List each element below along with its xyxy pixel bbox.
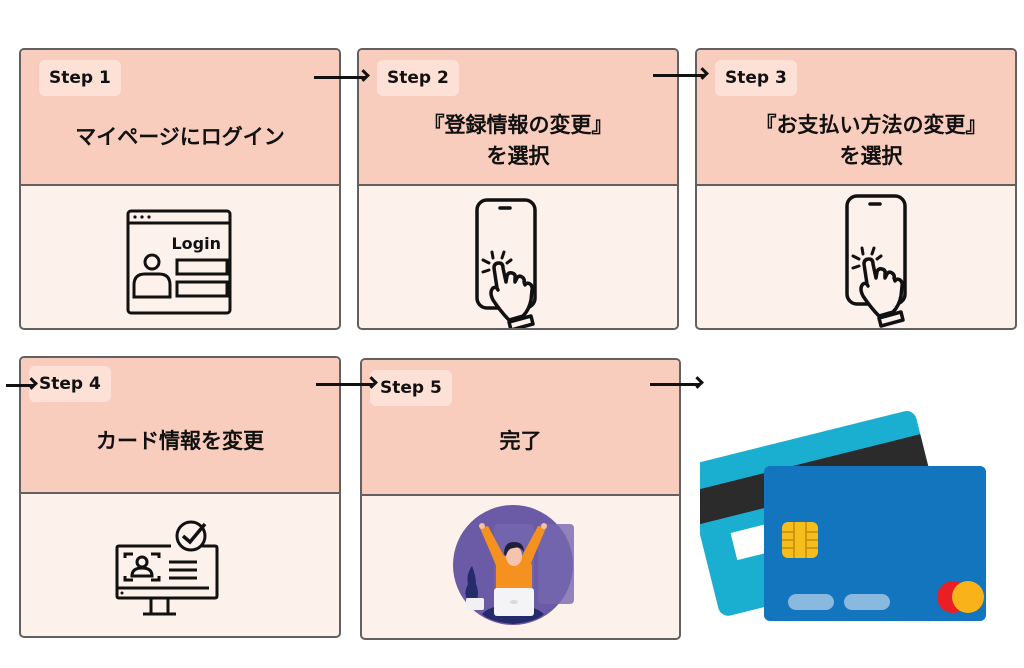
step-2-badge: Step 2: [377, 60, 459, 96]
card-number-block-1: [788, 594, 834, 610]
step-2-title-line1: 『登録情報の変更』: [423, 113, 613, 137]
arrow-step1-to-step2: [314, 76, 366, 79]
step-4-badge: Step 4: [29, 366, 111, 402]
step-1-title: マイページにログイン: [75, 125, 285, 149]
step-3-title-line1: 『お支払い方法の変更』: [755, 113, 987, 137]
card-logo-yellow: [952, 581, 984, 613]
step-3-card: Step 3 『お支払い方法の変更』 を選択: [695, 48, 1017, 330]
step-5-title: 完了: [499, 429, 542, 453]
step-5-card: Step 5 完了: [360, 358, 681, 640]
id-verified-monitor-icon: [115, 520, 219, 616]
step-2-card: Step 2 『登録情報の変更』 を選択: [357, 48, 679, 330]
celebrating-person-illustration: [453, 505, 574, 625]
step-1-card: Step 1 マイページにログイン Login: [19, 48, 341, 330]
smartphone-tap-icon: [845, 194, 907, 328]
arrow-step2-to-step3: [653, 74, 705, 77]
step-4-header: [21, 358, 339, 494]
credit-cards-illustration: [700, 411, 986, 621]
front-card: [764, 466, 986, 621]
step-3-badge: Step 3: [715, 60, 797, 96]
arrow-step5-to-done: [650, 383, 700, 386]
login-label: Login: [171, 234, 221, 253]
step-1-badge: Step 1: [39, 60, 121, 96]
step-2-title-line2: を選択: [486, 144, 550, 168]
step-4-card: Step 4 カード情報を変更: [19, 356, 341, 638]
arrow-step3-to-step4: [6, 384, 34, 387]
arrow-step4-to-step5: [316, 383, 374, 386]
card-number-block-2: [844, 594, 890, 610]
step-3-title-line2: を選択: [839, 144, 903, 168]
step-5-badge: Step 5: [370, 370, 452, 406]
step-4-title: カード情報を変更: [96, 429, 264, 453]
smartphone-tap-icon: [475, 198, 537, 328]
login-window-icon: Login: [126, 209, 232, 315]
chip-icon: [782, 522, 818, 558]
